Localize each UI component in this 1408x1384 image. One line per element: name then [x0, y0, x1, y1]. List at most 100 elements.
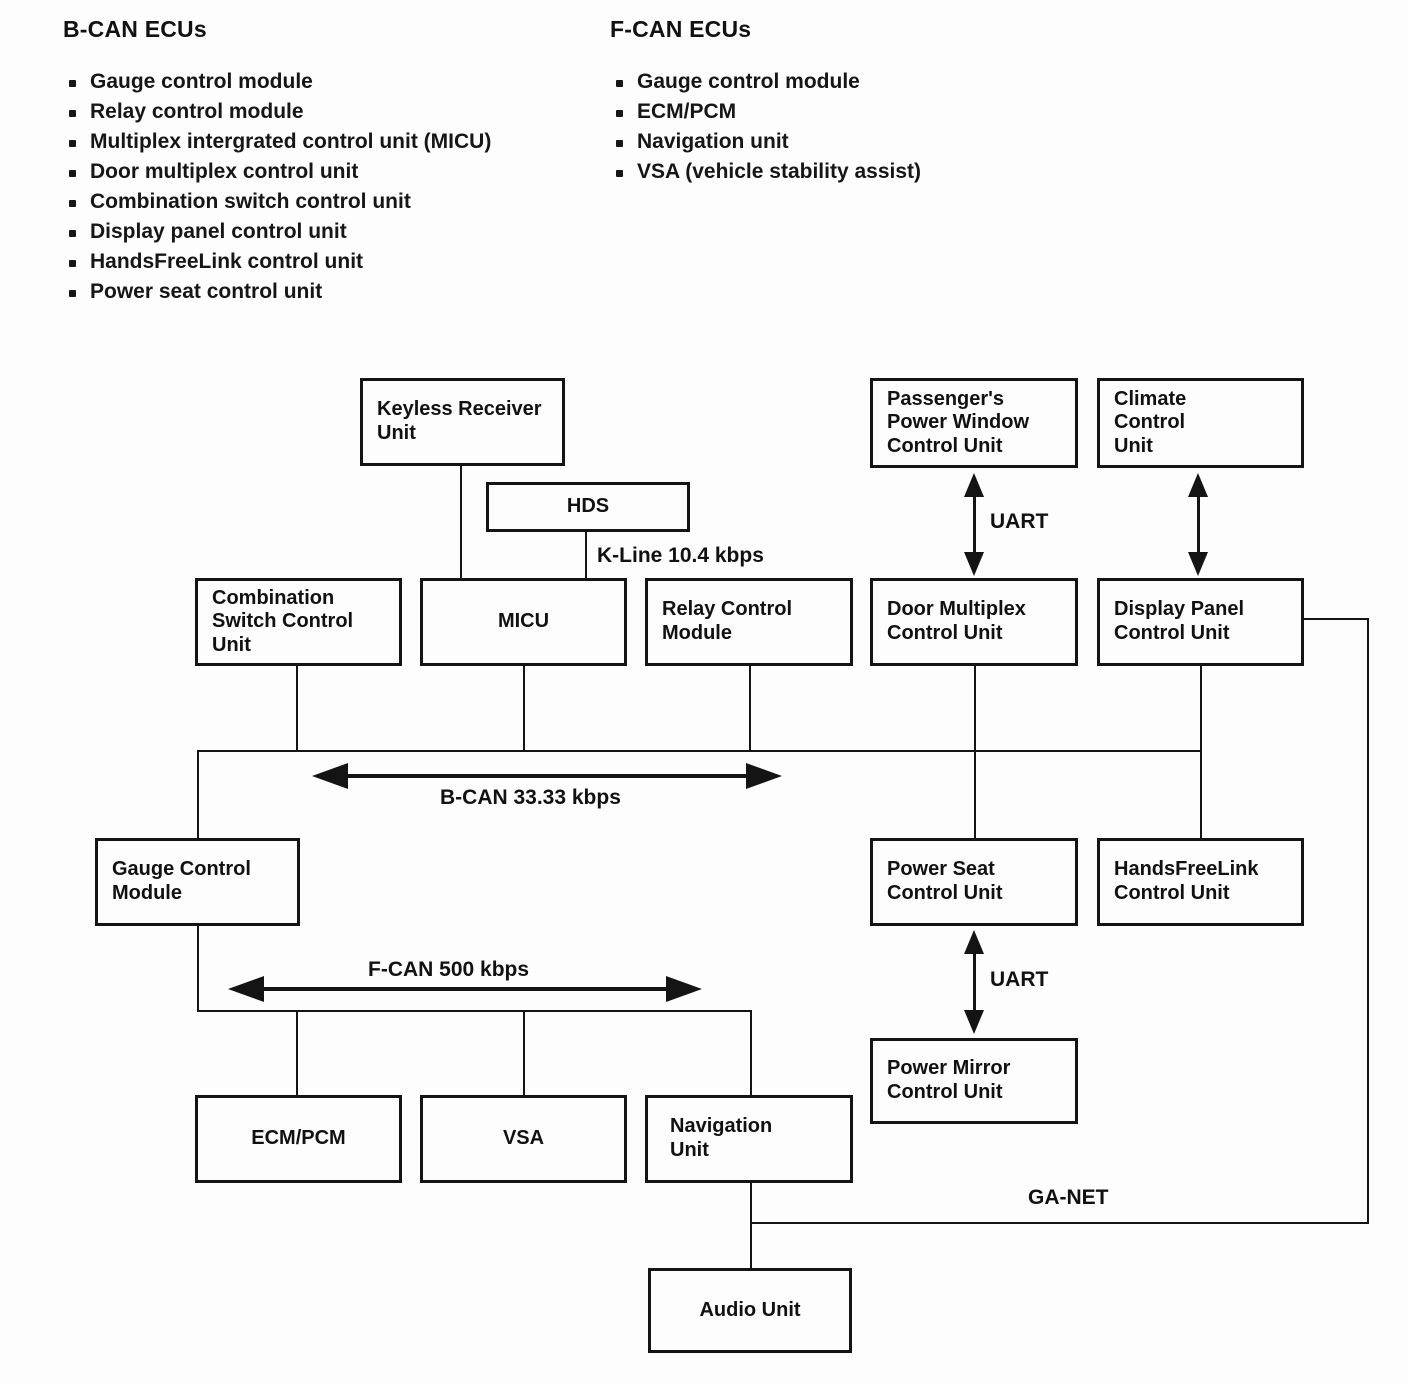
line-hds-to-micu	[585, 532, 587, 580]
box-label: Display Panel Control Unit	[1114, 598, 1245, 644]
list-item-text: Navigation unit	[637, 130, 789, 153]
bullet-icon	[69, 79, 76, 87]
line-displaypanel-to-handsfreelink	[1200, 666, 1202, 838]
bullet-icon	[69, 229, 76, 237]
line-gauge-to-fcan-bus	[197, 924, 199, 1010]
arrowhead-down-icon	[964, 552, 984, 576]
arrow-shaft	[1196, 493, 1200, 556]
list-item-text: HandsFreeLink control unit	[90, 250, 364, 273]
arrow-shaft	[972, 950, 976, 1014]
arrowhead-down-icon	[964, 1010, 984, 1034]
box-hds: HDS	[486, 482, 690, 532]
list-item: Relay control module	[63, 97, 491, 127]
line-fcan-bus-to-vsa	[523, 1010, 525, 1095]
arrow-climate-to-displaypanel	[1187, 473, 1209, 576]
list-item: HandsFreeLink control unit	[63, 247, 491, 277]
list-item-text: Relay control module	[90, 100, 304, 123]
b-can-bus-arrow	[312, 763, 782, 789]
box-label: Power Seat Control Unit	[887, 858, 1003, 904]
box-keyless-receiver-unit: Keyless Receiver Unit	[360, 378, 565, 466]
list-item-text: VSA (vehicle stability assist)	[637, 160, 922, 183]
bullet-icon	[69, 109, 76, 117]
box-label: HDS	[566, 495, 610, 518]
line-micu-to-bcan-bus	[523, 666, 525, 752]
ga-net-vertical-line	[1367, 618, 1369, 1224]
box-audio-unit: Audio Unit	[648, 1268, 852, 1353]
list-item-text: Multiplex intergrated control unit (MICU…	[90, 130, 492, 153]
box-label: Combination Switch Control Unit	[212, 586, 354, 656]
bullet-icon	[69, 289, 76, 297]
bullet-icon	[69, 259, 76, 267]
ga-net-horizontal-line	[750, 1222, 1369, 1224]
list-item: ECM/PCM	[610, 97, 921, 127]
list-item: Gauge control module	[63, 67, 491, 97]
box-label: Gauge Control Module	[112, 858, 251, 904]
box-ecm-pcm: ECM/PCM	[195, 1095, 402, 1183]
uart-arrow-powerseat-to-powermirror	[963, 930, 985, 1034]
box-door-multiplex-control-unit: Door Multiplex Control Unit	[870, 578, 1078, 666]
box-label: Navigation Unit	[670, 1115, 773, 1161]
box-label: MICU	[497, 610, 550, 633]
bullet-icon	[69, 139, 76, 147]
box-label: HandsFreeLink Control Unit	[1114, 858, 1259, 904]
list-item: Power seat control unit	[63, 277, 491, 307]
f-can-list-items: Gauge control module ECM/PCM Navigation …	[610, 67, 921, 187]
line-fcan-bus-to-navigation	[750, 1010, 752, 1095]
b-can-list-items: Gauge control module Relay control modul…	[63, 67, 491, 307]
bullet-icon	[69, 169, 76, 177]
arrowhead-up-icon	[964, 473, 984, 497]
box-climate-control-unit: Climate Control Unit	[1097, 378, 1304, 468]
line-relay-to-bcan-bus	[749, 666, 751, 752]
list-item: Navigation unit	[610, 127, 921, 157]
box-power-seat-control-unit: Power Seat Control Unit	[870, 838, 1078, 926]
arrow-shaft	[342, 774, 752, 778]
box-label: Power Mirror Control Unit	[887, 1057, 1011, 1103]
list-item: Door multiplex control unit	[63, 157, 491, 187]
label-ga-net: GA-NET	[1028, 1186, 1109, 1209]
box-micu: MICU	[420, 578, 627, 666]
box-combination-switch-control-unit: Combination Switch Control Unit	[195, 578, 402, 666]
box-label: Door Multiplex Control Unit	[887, 598, 1026, 644]
line-keyless-to-micu	[460, 466, 462, 580]
box-label: Relay Control Module	[662, 598, 793, 644]
box-vsa: VSA	[420, 1095, 627, 1183]
box-display-panel-control-unit: Display Panel Control Unit	[1097, 578, 1304, 666]
b-can-bus-line	[197, 750, 1202, 752]
line-navigation-to-audio	[750, 1183, 752, 1268]
box-label: Keyless Receiver Unit	[377, 398, 542, 444]
list-item-text: Display panel control unit	[90, 220, 347, 243]
arrow-shaft	[972, 493, 976, 556]
f-can-bus-arrow	[228, 976, 702, 1002]
line-bcan-bus-to-gauge	[197, 750, 199, 838]
list-item: Gauge control module	[610, 67, 921, 97]
list-item: VSA (vehicle stability assist)	[610, 157, 921, 187]
bullet-icon	[616, 169, 623, 177]
box-label: Passenger's Power Window Control Unit	[887, 387, 1030, 457]
label-k-line: K-Line 10.4 kbps	[597, 544, 764, 567]
bullet-icon	[616, 79, 623, 87]
label-b-can-bus: B-CAN 33.33 kbps	[440, 786, 621, 809]
box-relay-control-module: Relay Control Module	[645, 578, 853, 666]
label-uart-lower: UART	[990, 968, 1049, 991]
box-label: Audio Unit	[699, 1298, 801, 1321]
list-item: Combination switch control unit	[63, 187, 491, 217]
box-label: Climate Control Unit	[1114, 387, 1187, 457]
box-label: VSA	[502, 1127, 545, 1150]
list-item-text: Power seat control unit	[90, 280, 323, 303]
box-gauge-control-module: Gauge Control Module	[95, 838, 300, 926]
label-uart-upper: UART	[990, 510, 1049, 533]
arrowhead-up-icon	[1188, 473, 1208, 497]
box-power-mirror-control-unit: Power Mirror Control Unit	[870, 1038, 1078, 1124]
list-item: Multiplex intergrated control unit (MICU…	[63, 127, 491, 157]
label-f-can-bus: F-CAN 500 kbps	[368, 958, 530, 981]
b-can-ecu-list: B-CAN ECUs Gauge control module Relay co…	[63, 16, 491, 307]
box-passengers-power-window-control-unit: Passenger's Power Window Control Unit	[870, 378, 1078, 468]
line-displaypanel-to-ganet	[1301, 618, 1369, 620]
line-doormultiplex-to-powerseat	[974, 666, 976, 838]
arrow-shaft	[258, 987, 672, 991]
f-can-bus-line	[197, 1010, 752, 1012]
f-can-ecu-list: F-CAN ECUs Gauge control module ECM/PCM …	[610, 16, 921, 187]
arrowhead-right-icon	[746, 763, 782, 789]
line-fcan-bus-to-ecm	[296, 1010, 298, 1095]
